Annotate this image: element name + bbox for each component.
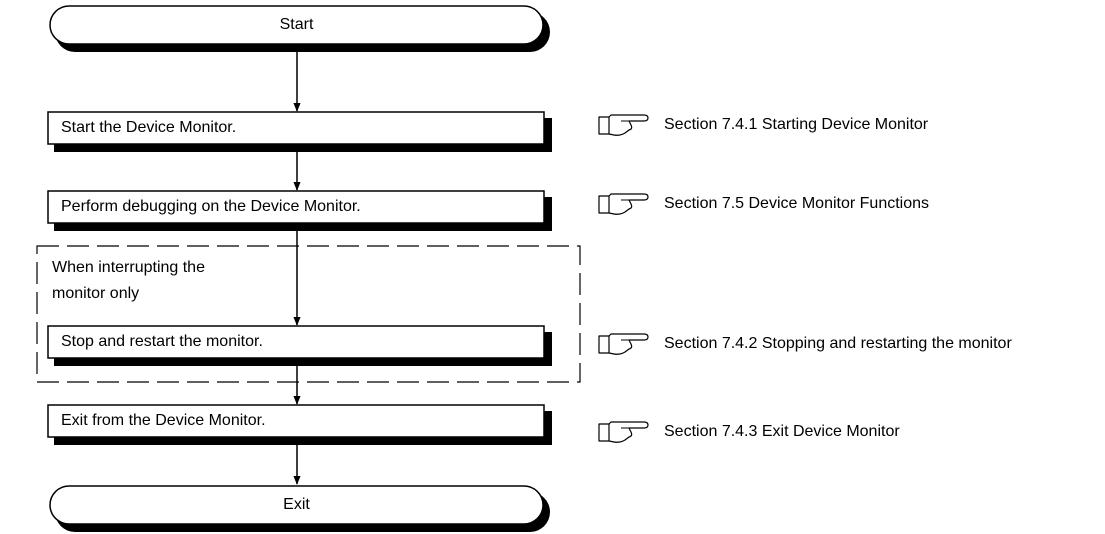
pointing-hand-icon [598, 193, 649, 215]
reference-text[interactable]: Section 7.5 Device Monitor Functions [664, 195, 930, 212]
reference-item[interactable]: Section 7.5 Device Monitor Functions [598, 193, 929, 215]
step3-label: Stop and restart the monitor. [61, 333, 263, 350]
pointing-hand-icon [598, 421, 649, 443]
exit-terminal [49, 485, 544, 525]
reference-text[interactable]: Section 7.4.2 Stopping and restarting th… [664, 335, 1012, 352]
reference-item[interactable]: Section 7.4.2 Stopping and restarting th… [598, 333, 1012, 355]
pointing-hand-icon [598, 114, 649, 136]
reference-item[interactable]: Section 7.4.3 Exit Device Monitor [598, 421, 900, 443]
interrupt-group-frame [36, 245, 581, 383]
step2-label: Perform debugging on the Device Monitor. [61, 198, 361, 215]
reference-text[interactable]: Section 7.4.3 Exit Device Monitor [664, 423, 900, 440]
step1-label: Start the Device Monitor. [61, 119, 237, 136]
step2-box [47, 190, 545, 224]
reference-text[interactable]: Section 7.4.1 Starting Device Monitor [664, 116, 929, 133]
step1-box [47, 111, 545, 145]
reference-item[interactable]: Section 7.4.1 Starting Device Monitor [598, 114, 928, 136]
pointing-hand-icon [598, 333, 649, 355]
step4-label: Exit from the Device Monitor. [61, 412, 266, 429]
step3-box [47, 325, 545, 359]
interrupt-note-line2: monitor only [52, 285, 140, 302]
step4-box [47, 404, 545, 438]
interrupt-note-line1: When interrupting the [52, 259, 205, 276]
start-label: Start [279, 16, 314, 33]
exit-label: Exit [283, 496, 310, 513]
